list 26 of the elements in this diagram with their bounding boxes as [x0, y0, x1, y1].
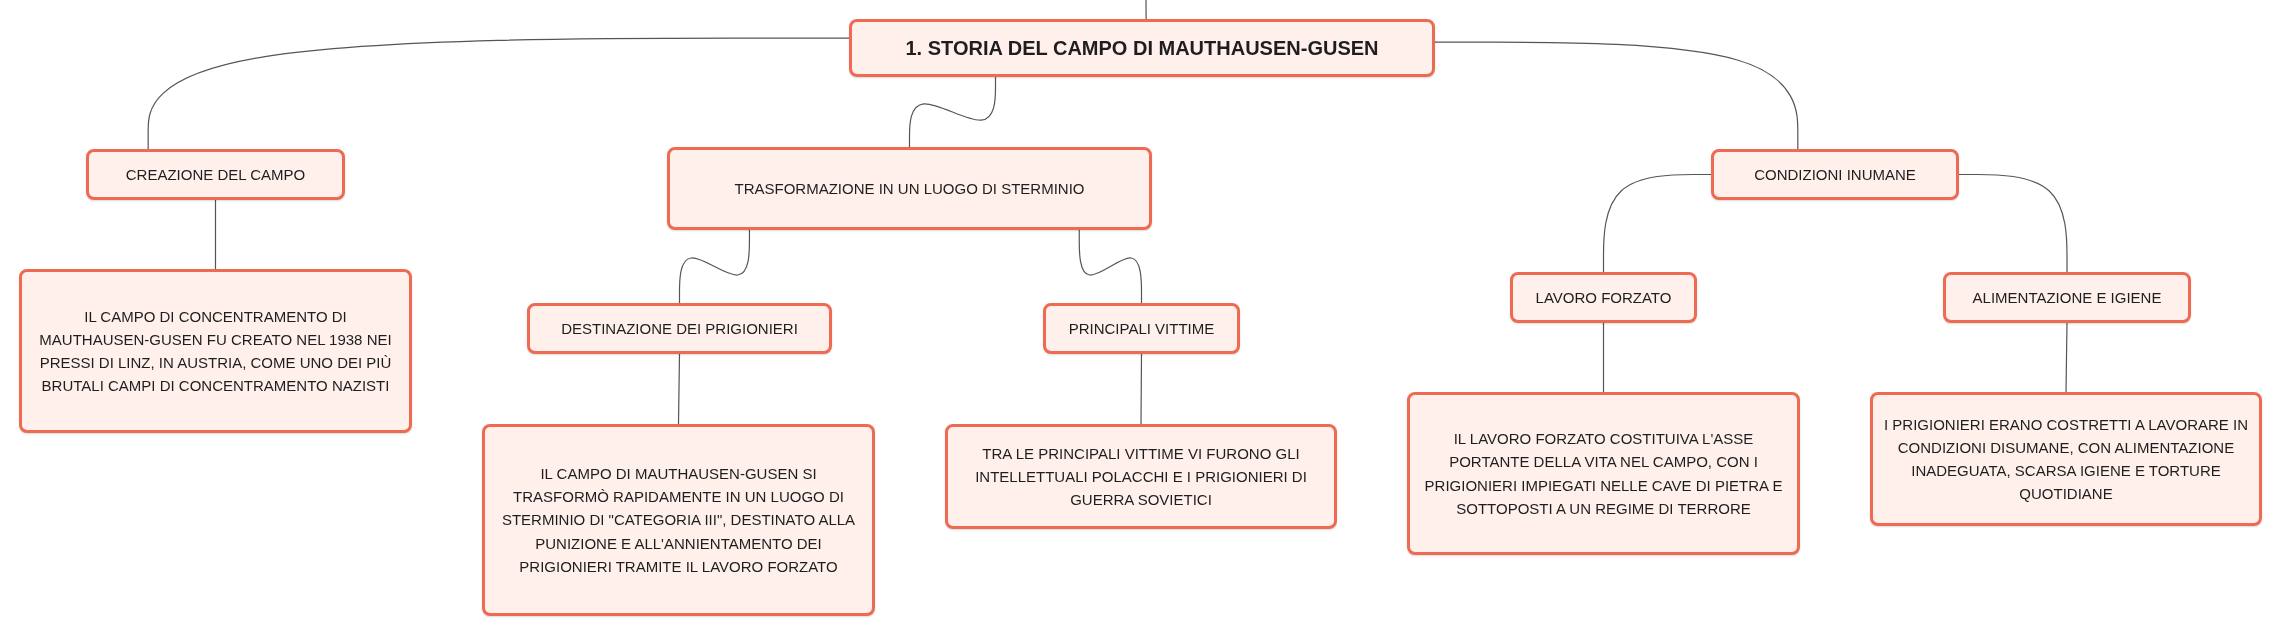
topic-box: TRASFORMAZIONE IN UN LUOGO DI STERMINIO	[667, 147, 1152, 230]
description-box: IL CAMPO DI MAUTHAUSEN-GUSEN SI TRASFORMÒ RAPIDAMENTE IN UN LUOGO DI STERMINIO DI "CATEGORIA III", DESTINATO ALLA PUNIZIONE E ALL'ANNIENTAMENTO DEI PRIGIONIERI TRAMITE IL LAVORO FORZATO	[482, 424, 875, 616]
connector-line	[1602, 173, 1712, 273]
topic-box: CREAZIONE DEL CAMPO	[86, 149, 345, 200]
connector-line	[1078, 229, 1143, 304]
title-box: 1. STORIA DEL CAMPO DI MAUTHAUSEN-GUSEN	[849, 19, 1435, 77]
connector-line	[1602, 322, 1605, 393]
connector-line	[1145, 0, 1147, 20]
connector-line	[147, 37, 850, 150]
connector-line	[214, 199, 217, 270]
topic-box: ALIMENTAZIONE E IGIENE	[1943, 272, 2191, 323]
description-box: IL CAMPO DI CONCENTRAMENTO DI MAUTHAUSEN-GUSEN FU CREATO NEL 1938 NEI PRESSI DI LINZ, IN AUSTRIA, COME UNO DEI PIÙ BRUTALI CAMPI DI CONCENTRAMENTO NAZISTI	[19, 269, 412, 433]
connector-line	[1958, 173, 2068, 273]
connector-line	[678, 229, 751, 304]
topic-box: PRINCIPALI VITTIME	[1043, 303, 1240, 354]
connector-line	[908, 76, 997, 148]
topic-box: LAVORO FORZATO	[1510, 272, 1697, 323]
description-box: I PRIGIONIERI ERANO COSTRETTI A LAVORARE IN CONDIZIONI DISUMANE, CON ALIMENTAZIONE INADEGUATA, SCARSA IGIENE E TORTURE QUOTIDIANE	[1870, 392, 2262, 526]
topic-box: DESTINAZIONE DEI PRIGIONIERI	[527, 303, 832, 354]
description-box: TRA LE PRINCIPALI VITTIME VI FURONO GLI INTELLETTUALI POLACCHI E I PRIGIONIERI DI GUERRA SOVIETICI	[945, 424, 1337, 529]
topic-box: CONDIZIONI INUMANE	[1711, 149, 1959, 200]
connector-line	[1434, 41, 1799, 150]
description-box: IL LAVORO FORZATO COSTITUIVA L'ASSE PORTANTE DELLA VITA NEL CAMPO, CON I PRIGIONIERI IMPIEGATI NELLE CAVE DI PIETRA E SOTTOPOSTI A UN REGIME DI TERRORE	[1407, 392, 1800, 555]
connector-line	[677, 353, 681, 425]
connector-line	[1140, 353, 1143, 425]
connector-line	[2065, 322, 2068, 393]
